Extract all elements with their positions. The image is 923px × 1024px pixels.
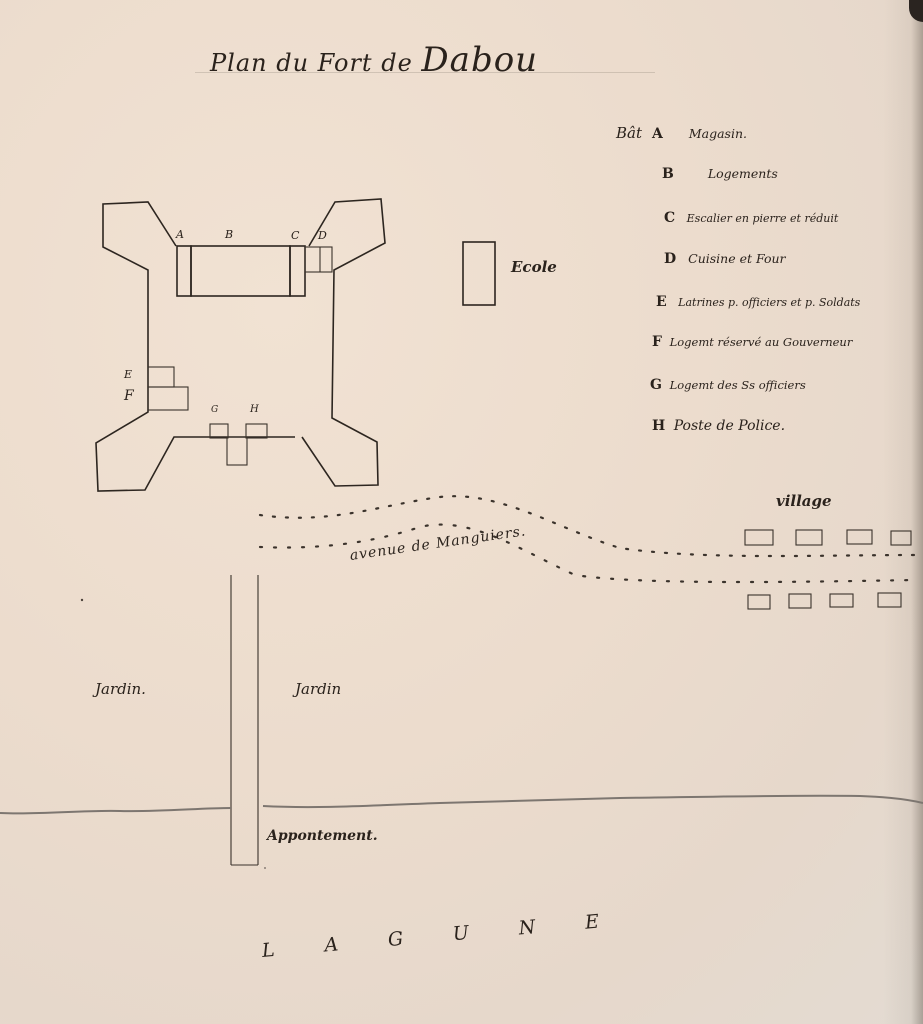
legend-label: Logemt des Ss officiers xyxy=(669,378,806,392)
fort-letter-b: B xyxy=(225,228,234,241)
fort-letter-e: E xyxy=(124,368,133,381)
legend-item-h: H Poste de Police. xyxy=(652,418,785,434)
legend-key: C xyxy=(664,210,676,226)
legend-label: Magasin. xyxy=(688,126,747,141)
legend-label: Escalier en pierre et réduit xyxy=(686,212,839,225)
building-a-magasin xyxy=(176,245,192,297)
fort-letter-g: G xyxy=(211,405,219,415)
page-corner-shadow xyxy=(909,0,923,22)
legend-item-a: Bât A Magasin. xyxy=(616,124,747,142)
legend-item-f: F Logemt réservé au Gouverneur xyxy=(652,334,852,350)
shoreline-left xyxy=(0,807,232,815)
legend-item-b: B Logements xyxy=(662,166,778,182)
fort-letter-h: H xyxy=(250,404,259,415)
map-title: Plan du Fort de Dabou xyxy=(210,40,538,80)
legend-key: H xyxy=(652,418,666,434)
fort-letter-c: C xyxy=(291,229,300,242)
fort-letter-f: F xyxy=(124,388,134,404)
title-rule xyxy=(195,72,655,73)
school-building xyxy=(462,241,496,306)
legend-key: E xyxy=(656,294,667,310)
building-c-escalier xyxy=(289,245,306,297)
legend-label: Logements xyxy=(707,166,778,181)
legend-item-g: G Logemt des Ss officiers xyxy=(650,377,806,393)
legend-key: A xyxy=(651,126,663,142)
legend-heading: Bât xyxy=(616,124,642,142)
garden-left-label: Jardin. xyxy=(95,680,146,698)
garden-right-label: Jardin xyxy=(295,680,342,698)
building-b-logements xyxy=(190,245,291,297)
legend-label: Latrines p. officiers et p. Soldats xyxy=(678,296,861,309)
legend-key: D xyxy=(664,251,677,267)
building-d-cuisine xyxy=(304,246,333,273)
title-prefix: Plan du Fort de xyxy=(210,49,413,77)
village-houses xyxy=(744,529,912,610)
school-label: Ecole xyxy=(511,258,557,276)
legend-label: Poste de Police. xyxy=(673,418,786,434)
fort-letter-a: A xyxy=(176,228,184,241)
legend-item-c: C Escalier en pierre et réduit xyxy=(664,210,838,226)
legend-label: Cuisine et Four xyxy=(688,251,786,266)
building-f-logement-gouverneur xyxy=(147,386,189,411)
legend-label: Logemt réservé au Gouverneur xyxy=(669,335,853,349)
legend-key: B xyxy=(662,166,674,182)
building-e-latrines xyxy=(147,366,175,388)
legend-item-d: D Cuisine et Four xyxy=(664,251,786,267)
title-place-name: Dabou xyxy=(421,40,539,80)
legend-key: G xyxy=(650,377,662,393)
fort-gate xyxy=(226,436,248,466)
building-g-logement-officiers xyxy=(209,423,229,439)
shoreline-right xyxy=(262,794,923,809)
legend-key: F xyxy=(652,334,662,350)
legend-item-e: E Latrines p. officiers et p. Soldats xyxy=(656,294,860,310)
jetty-label: Appontement. xyxy=(267,828,378,844)
building-h-poste-police xyxy=(245,423,268,439)
village-label: village xyxy=(776,492,832,510)
fort-letter-d: D xyxy=(318,229,327,242)
avenue-row-1 xyxy=(258,495,917,558)
fort-outline xyxy=(95,198,386,492)
